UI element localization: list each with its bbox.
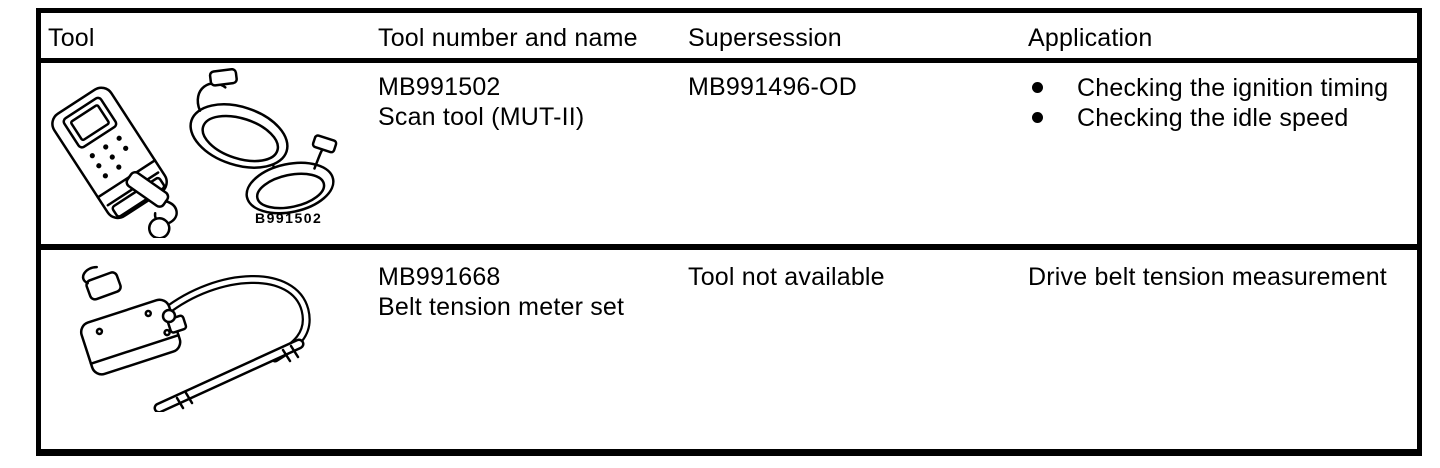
application-text: Drive belt tension measurement: [1028, 263, 1387, 291]
supersession-value: Tool not available: [688, 263, 885, 291]
supersession-cell: MB991496-OD: [686, 63, 1026, 250]
application-item: Checking the ignition timing: [1028, 73, 1417, 103]
application-text: Checking the ignition timing: [1077, 74, 1389, 102]
special-tools-table: Tool Tool number and name Supersession A…: [36, 8, 1422, 456]
header-tool: Tool: [41, 13, 376, 63]
supersession-cell: Tool not available: [686, 250, 1026, 449]
tool-image-cell: [41, 250, 376, 449]
bullet-icon: [1032, 82, 1043, 93]
tool-number-and-name-cell: MB991668 Belt tension meter set: [376, 250, 686, 449]
tool-name: Scan tool (MUT-II): [378, 103, 585, 131]
application-cell: Drive belt tension measurement: [1026, 250, 1417, 449]
tool-number-and-name-cell: MB991502 Scan tool (MUT-II): [376, 63, 686, 250]
tool-number: MB991502: [378, 73, 501, 101]
belt-tension-meter-illustration: [79, 265, 311, 412]
scan-tool-illustration: [51, 68, 338, 238]
tool-name: Belt tension meter set: [378, 293, 625, 321]
header-supersession: Supersession: [686, 13, 1026, 63]
tool-number: MB991668: [378, 263, 501, 291]
bullet-icon: [1032, 112, 1043, 123]
supersession-value: MB991496-OD: [688, 73, 857, 101]
header-application: Application: [1026, 13, 1417, 63]
tool-image-code-label: B991502: [255, 210, 323, 226]
application-item: Checking the idle speed: [1028, 103, 1417, 133]
application-cell: Checking the ignition timing Checking th…: [1026, 63, 1417, 250]
tool-image-cell: B991502: [41, 63, 376, 250]
application-text: Checking the idle speed: [1077, 104, 1349, 132]
header-tool-number-and-name: Tool number and name: [376, 13, 686, 63]
